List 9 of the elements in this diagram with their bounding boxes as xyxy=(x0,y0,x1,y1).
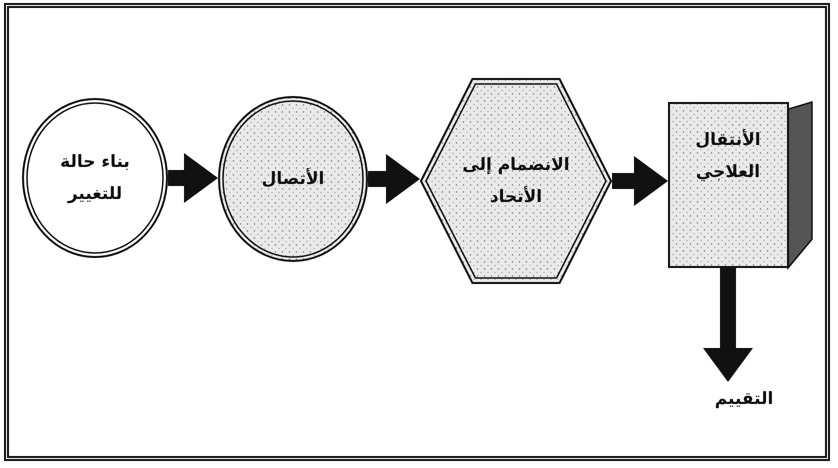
node-label: الانضمام إلى الأتحاد xyxy=(461,154,571,209)
node-label: بناء حالة للتغيير xyxy=(59,150,131,206)
arrow xyxy=(612,156,668,206)
node-label: الأنتقال العلاجي xyxy=(694,128,762,184)
arrow xyxy=(368,154,420,204)
arrow xyxy=(168,153,218,203)
node-label: الأتصال xyxy=(262,167,324,191)
step-label: التقييم xyxy=(714,388,774,411)
arrow xyxy=(703,268,753,382)
